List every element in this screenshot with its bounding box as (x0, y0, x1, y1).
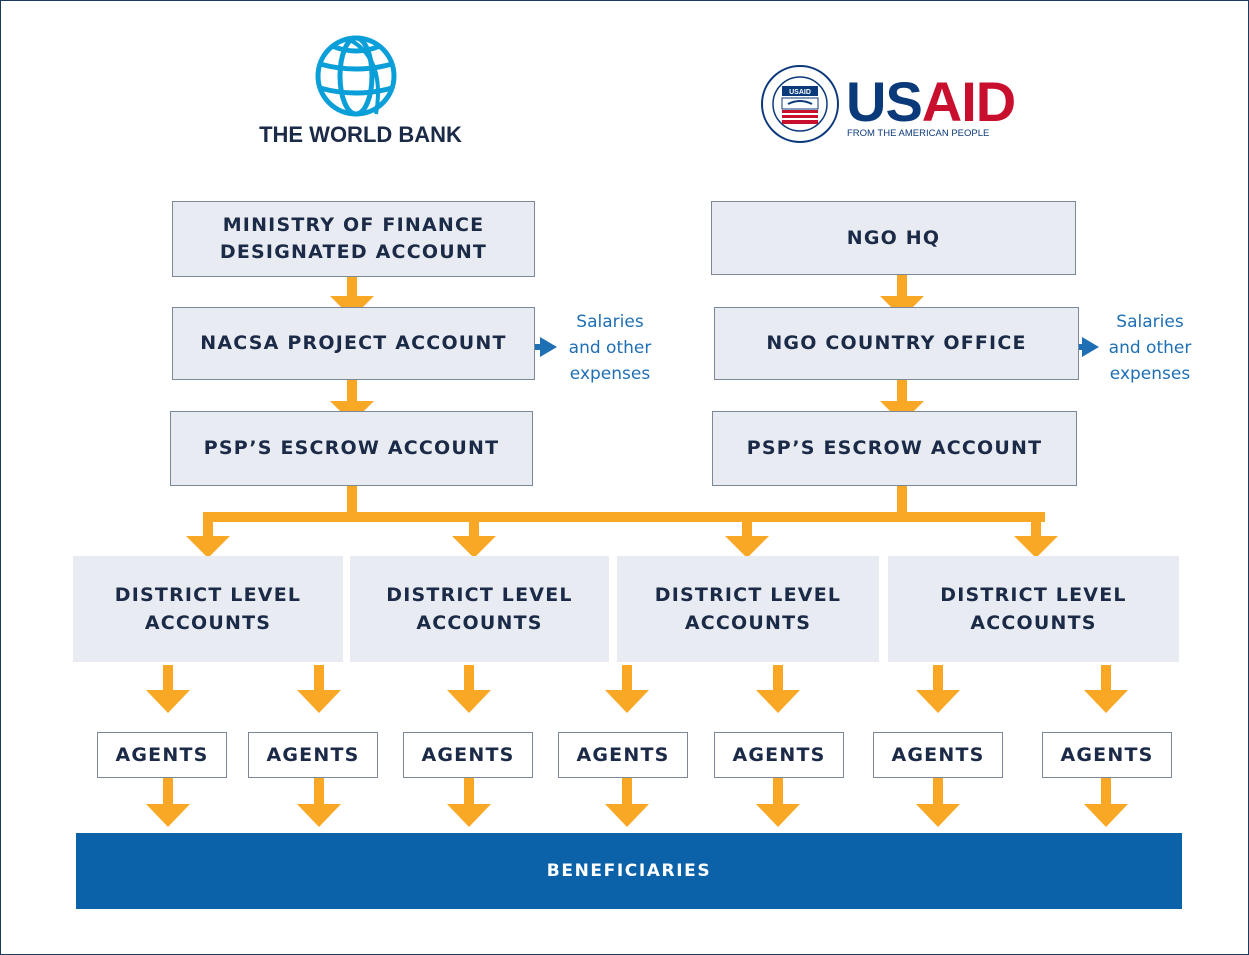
salaries-left-line1: Salaries (576, 312, 644, 332)
district-1-line2: ACCOUNTS (144, 612, 272, 634)
arrows-to-beneficiaries (146, 778, 1128, 827)
district-2-line1: DISTRICT LEVEL (386, 584, 573, 606)
ministry-of-finance-box: MINISTRY OF FINANCE DESIGNATED ACCOUNT (172, 201, 535, 277)
usaid-tagline: FROM THE AMERICAN PEOPLE (847, 128, 990, 139)
arrow-agent-2-to-beneficiaries (297, 778, 341, 827)
beneficiaries-label: BENEFICIARIES (546, 861, 712, 881)
district-account-box-3: DISTRICT LEVEL ACCOUNTS (617, 556, 879, 662)
salaries-left-line2: and other (568, 338, 652, 358)
district-3-line2: ACCOUNTS (684, 612, 812, 634)
salaries-right-line3: expenses (1109, 364, 1191, 384)
ministry-line2: DESIGNATED ACCOUNT (219, 241, 488, 263)
arrow-agent-7-to-beneficiaries (1084, 778, 1128, 827)
agent-4-label: AGENTS (576, 744, 670, 766)
arrows-to-agents (146, 665, 1128, 713)
globe-icon (315, 35, 397, 117)
district-account-box-4: DISTRICT LEVEL ACCOUNTS (888, 556, 1179, 662)
agent-box-3: AGENTS (403, 732, 533, 778)
agent-1-label: AGENTS (115, 744, 209, 766)
arrow-to-district-3 (725, 536, 769, 558)
salaries-note-right: Salaries and other expenses (1100, 309, 1200, 387)
beneficiaries-bar: BENEFICIARIES (76, 833, 1182, 909)
ngo-country-office-box: NGO COUNTRY OFFICE (714, 307, 1079, 380)
arrow-agent-5-to-beneficiaries (756, 778, 800, 827)
salaries-right-line1: Salaries (1116, 312, 1184, 332)
usaid-seal-label: USAID (789, 89, 811, 96)
arrow-to-agent-4 (605, 665, 649, 713)
agent-box-2: AGENTS (248, 732, 378, 778)
distribution-bus (203, 486, 1045, 538)
arrow-to-district-4 (1014, 536, 1058, 558)
district-4-line2: ACCOUNTS (970, 612, 1097, 634)
psp-escrow-left-label: PSP’S ESCROW ACCOUNT (203, 437, 500, 459)
psp-escrow-right-label: PSP’S ESCROW ACCOUNT (746, 437, 1043, 459)
nacsa-project-account-box: NACSA PROJECT ACCOUNT (172, 307, 535, 380)
arrow-to-district-2 (452, 536, 496, 558)
agent-box-7: AGENTS (1042, 732, 1172, 778)
arrow-agent-3-to-beneficiaries (447, 778, 491, 827)
agent-box-6: AGENTS (873, 732, 1003, 778)
arrow-to-agent-5 (756, 665, 800, 713)
arrow-to-district-1 (186, 536, 230, 558)
agent-box-1: AGENTS (97, 732, 227, 778)
agent-3-label: AGENTS (421, 744, 515, 766)
psp-escrow-account-right-box: PSP’S ESCROW ACCOUNT (712, 411, 1077, 486)
usaid-logo-us: US (846, 70, 923, 133)
ngo-country-office-label: NGO COUNTRY OFFICE (766, 332, 1027, 354)
arrow-agent-6-to-beneficiaries (916, 778, 960, 827)
district-account-box-2: DISTRICT LEVEL ACCOUNTS (350, 556, 609, 662)
arrow-to-agent-3 (447, 665, 491, 713)
usaid-logo-text: USAID (846, 70, 1016, 133)
salaries-note-left: Salaries and other expenses (560, 309, 660, 387)
nacsa-project-account-label: NACSA PROJECT ACCOUNT (200, 332, 507, 354)
agent-box-4: AGENTS (558, 732, 688, 778)
ministry-line1: MINISTRY OF FINANCE (222, 214, 485, 236)
agent-6-label: AGENTS (891, 744, 985, 766)
salaries-left-line3: expenses (569, 364, 651, 384)
arrow-agent-4-to-beneficiaries (605, 778, 649, 827)
arrow-to-agent-7 (1084, 665, 1128, 713)
agent-2-label: AGENTS (266, 744, 360, 766)
agent-box-5: AGENTS (714, 732, 844, 778)
arrow-agent-1-to-beneficiaries (146, 778, 190, 827)
district-2-line2: ACCOUNTS (416, 612, 543, 634)
district-1-line1: DISTRICT LEVEL (114, 584, 302, 606)
arrow-to-agent-2 (297, 665, 341, 713)
salaries-right-line2: and other (1108, 338, 1192, 358)
district-3-line1: DISTRICT LEVEL (654, 584, 842, 606)
district-4-line1: DISTRICT LEVEL (940, 584, 1127, 606)
district-account-box-1: DISTRICT LEVEL ACCOUNTS (73, 556, 343, 662)
agent-5-label: AGENTS (732, 744, 826, 766)
ngo-hq-label: NGO HQ (846, 226, 941, 249)
world-bank-logo-text: THE WORLD BANK (259, 122, 462, 147)
agent-7-label: AGENTS (1060, 744, 1154, 766)
psp-escrow-account-left-box: PSP’S ESCROW ACCOUNT (170, 411, 533, 486)
arrow-to-agent-6 (916, 665, 960, 713)
usaid-seal-icon: USAID (761, 65, 839, 143)
ngo-hq-box: NGO HQ (711, 201, 1076, 275)
usaid-logo-aid: AID (921, 70, 1016, 133)
arrow-to-agent-1 (146, 665, 190, 713)
